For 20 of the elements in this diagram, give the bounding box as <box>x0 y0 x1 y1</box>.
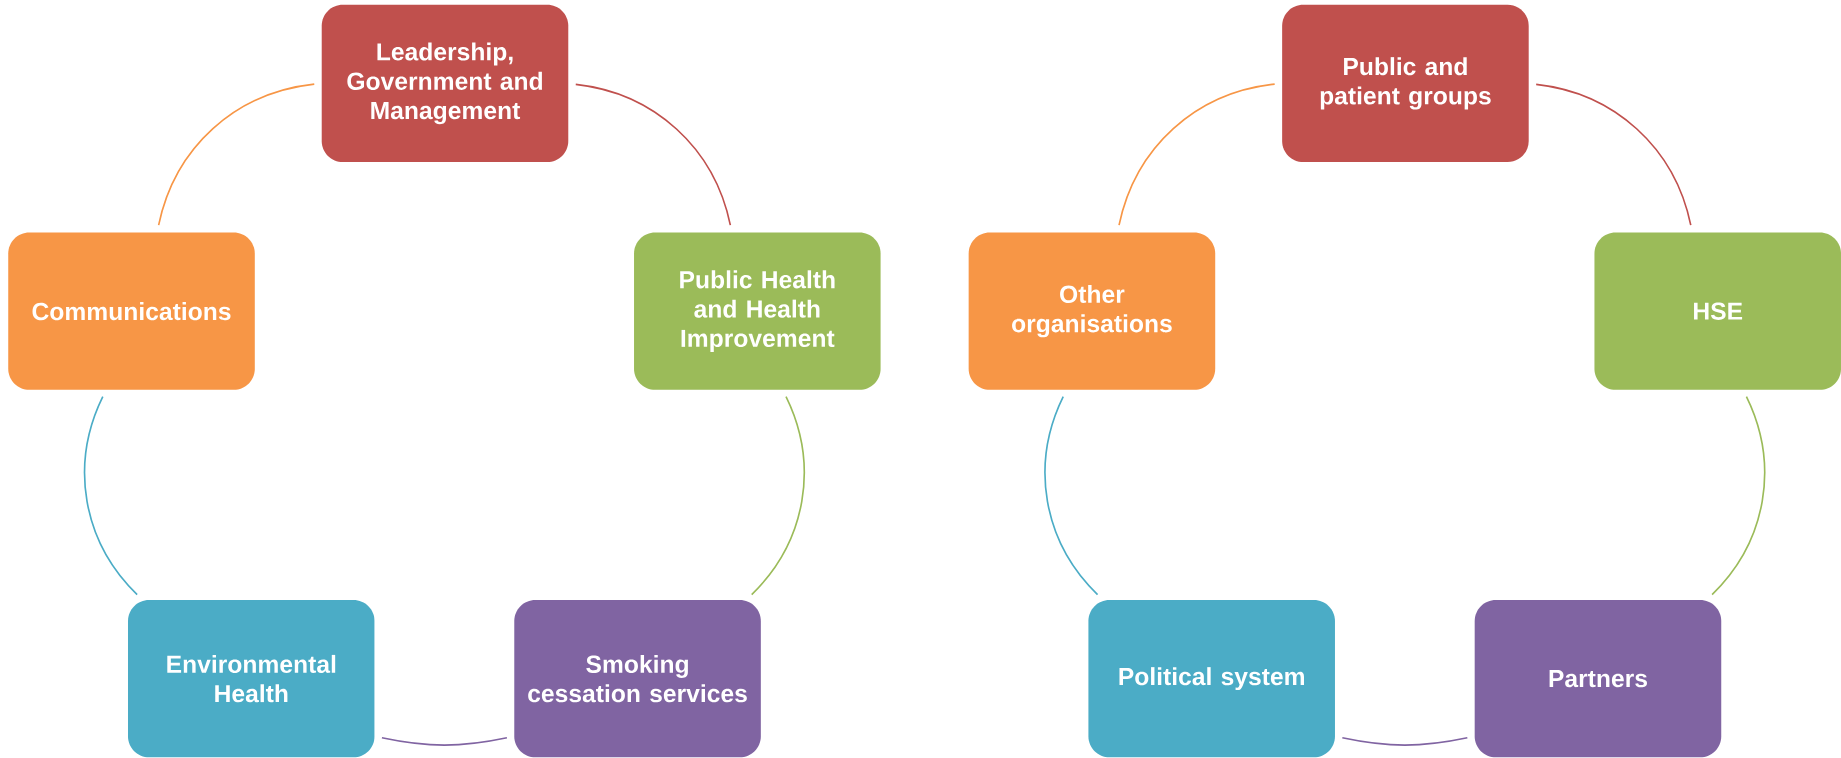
connector-arc <box>1044 395 1099 596</box>
connector-arc <box>1711 395 1766 596</box>
connector-arc <box>381 736 508 746</box>
connector-arc <box>750 395 805 596</box>
connector-arc <box>157 83 316 226</box>
process-box: Smoking cessation services <box>514 599 761 758</box>
connector-arc <box>1535 83 1692 226</box>
connector-arc <box>83 395 138 596</box>
process-box: Leadership, Government and Management <box>321 4 569 162</box>
process-box: HSE <box>1594 232 1841 390</box>
connector-arc <box>1341 736 1469 746</box>
process-box: Public and patient groups <box>1282 4 1529 162</box>
process-box: Partners <box>1474 599 1722 758</box>
connector-arc <box>574 83 732 226</box>
connector-arc <box>1118 83 1276 226</box>
process-box: Public Health and Health Improvement <box>634 232 881 390</box>
process-box: Environmental Health <box>128 599 375 758</box>
process-box: Political system <box>1088 599 1335 758</box>
process-box: Other organisations <box>968 232 1216 390</box>
process-box: Communications <box>8 232 255 390</box>
